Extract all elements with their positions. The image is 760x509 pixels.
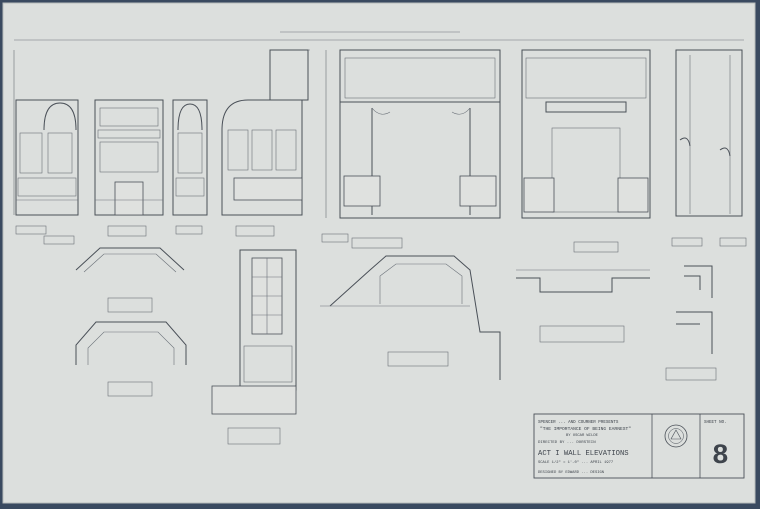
- elevation-large-archway: [325, 49, 501, 219]
- tb-line-6: SCALE 1/2" = 1'-0" ... APRIL 1977: [538, 460, 613, 465]
- detail-moldings: [665, 265, 717, 381]
- union-seal-icon: [664, 424, 688, 448]
- sheet-label: SHEET NO.: [704, 421, 727, 425]
- elevation-bay-seat: [221, 49, 310, 216]
- title-block: SPENCER ... AND COURNER PRESENTS "THE IM…: [533, 413, 745, 479]
- top-dimension-line: [14, 31, 744, 41]
- elevation-side-section: [675, 49, 743, 217]
- elevation-arched-window: [13, 50, 79, 216]
- tb-line-1: SPENCER ... AND COURNER PRESENTS: [538, 421, 619, 425]
- elevation-fireplace-right: [521, 49, 651, 219]
- tb-line-3: BY OSCAR WILDE: [566, 434, 599, 438]
- elevation-fireplace-left: [94, 99, 164, 216]
- elevation-small-arch: [172, 99, 208, 216]
- tb-line-7: DESIGNED BY EDWARD ... DESIGN: [538, 471, 604, 475]
- sheet-number: 8: [712, 441, 729, 472]
- tb-line-2: "THE IMPORTANCE OF BEING EARNEST": [540, 426, 631, 432]
- tb-line-5: ACT I WALL ELEVATIONS: [538, 450, 629, 458]
- tb-line-4: DIRECTED BY ... DORSTEIN: [538, 441, 596, 445]
- plan-hearth: [516, 269, 650, 343]
- plan-archway: [75, 321, 187, 397]
- detail-window-section: [211, 249, 297, 445]
- plan-bay-top: [75, 247, 185, 313]
- plan-bay-floor: [320, 255, 501, 380]
- elevation-labels: [15, 225, 747, 253]
- paper: [2, 2, 756, 504]
